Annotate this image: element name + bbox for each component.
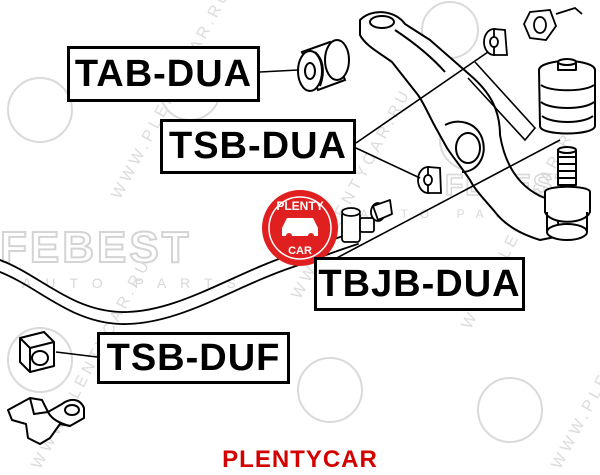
leader-tsb-duf <box>55 351 98 358</box>
plentycar-badge: PLENTY CAR <box>262 190 338 266</box>
label-tsb-dua: TSB-DUA <box>160 119 356 174</box>
ball-joint-part <box>538 58 596 241</box>
watermark-circle <box>297 357 363 423</box>
nut-top <box>523 6 583 41</box>
stabilizer-link <box>341 199 393 243</box>
sway-bushing-part <box>19 331 55 373</box>
car-icon <box>282 218 318 236</box>
label-tbjb-dua: TBJB-DUA <box>314 257 525 311</box>
watermark-circle <box>7 77 73 143</box>
leader-lines <box>55 51 561 358</box>
watermark-sub: AUTO PARTS <box>22 275 250 291</box>
watermark-brand: FEBEST <box>0 223 192 272</box>
leader-tsb-dua-lower <box>355 147 421 179</box>
badge-bottom-text: CAR <box>288 245 312 257</box>
car-wheel-icon <box>308 233 314 239</box>
watermark-circle <box>7 327 73 393</box>
label-tsb-duf: TSB-DUF <box>97 332 290 384</box>
leader-tab-dua <box>259 69 299 73</box>
car-wheel-icon <box>286 233 292 239</box>
leader-tbjb-dua <box>313 139 561 271</box>
watermark-circle <box>477 377 543 443</box>
bushing-upper <box>483 28 508 56</box>
footer-brand: PLENTYCAR <box>222 446 378 473</box>
leader-tsb-dua-upper <box>355 51 489 144</box>
bushing-lower <box>417 166 442 194</box>
assembly-bracket-line <box>467 61 537 142</box>
label-tab-dua: TAB-DUA <box>67 46 260 102</box>
control-arm <box>359 11 561 241</box>
badge-top-text: PLENTY <box>276 199 323 213</box>
arm-bushing-part <box>297 39 350 92</box>
watermark-site: WWW.PLENTYCAR.RU <box>549 255 600 472</box>
bracket-part <box>7 397 85 445</box>
badge-ring <box>268 196 332 260</box>
